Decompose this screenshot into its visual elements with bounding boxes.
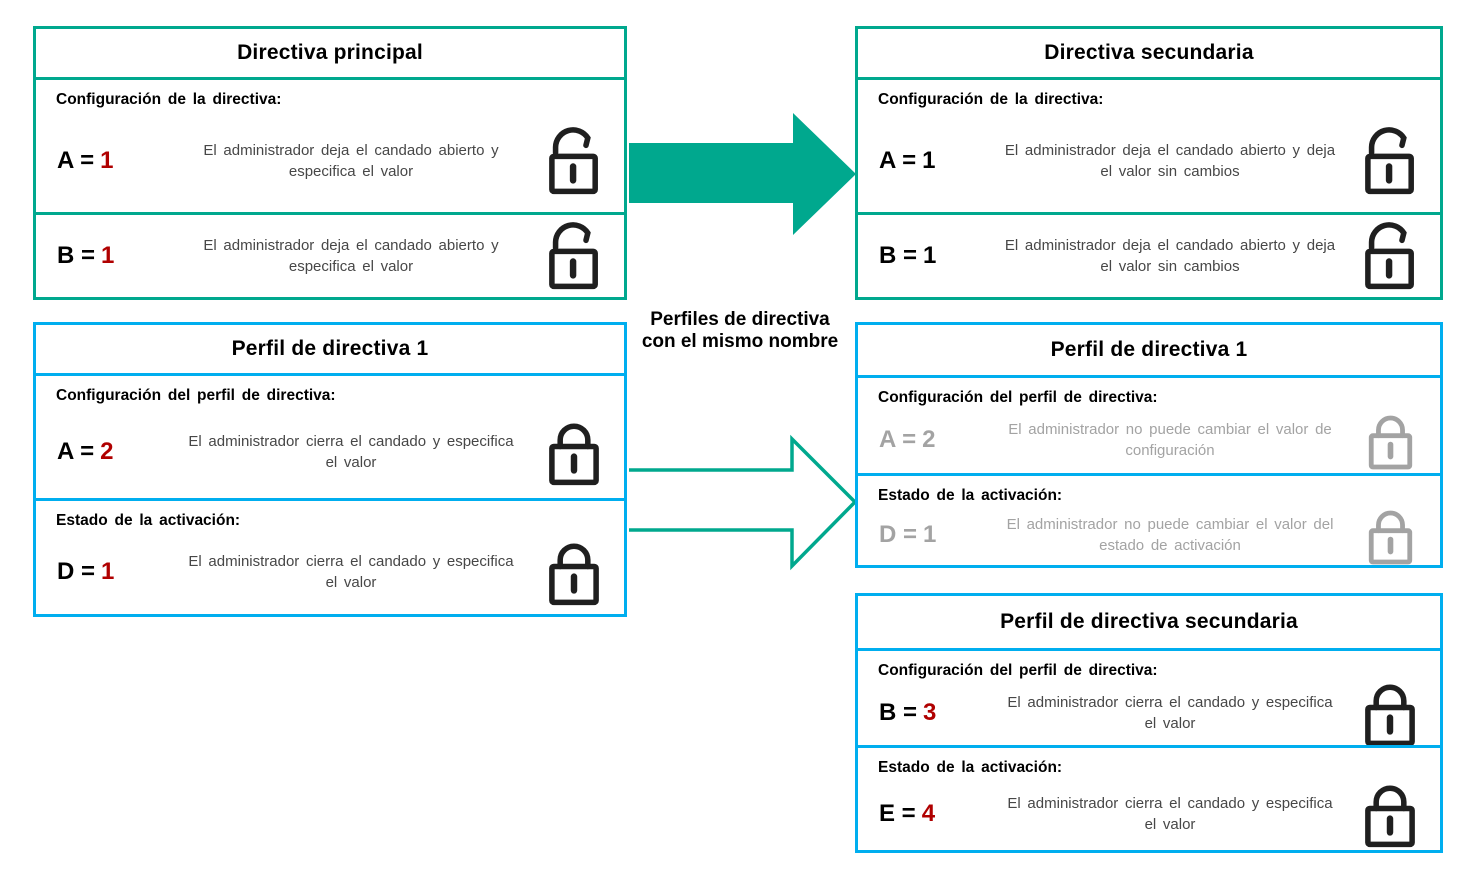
- setting-description: El administrador cierra el candado y esp…: [188, 432, 514, 471]
- inherited-policy-profile-1-box: Perfil de directiva 1 Configuración del …: [855, 322, 1443, 568]
- open-lock-icon: [1340, 126, 1440, 196]
- setting-label: D =1: [57, 558, 115, 585]
- setting-value: 1: [101, 558, 115, 585]
- setting-description: El administrador deja el candado abierto…: [1004, 237, 1336, 275]
- setting-value: 2: [100, 437, 114, 465]
- section-header: Estado de la activación:: [56, 512, 241, 529]
- section-header: Configuración del perfil de directiva:: [878, 389, 1158, 406]
- setting-value: 3: [923, 698, 937, 726]
- section-header: Estado de la activación:: [878, 759, 1063, 776]
- closed-lock-icon: [1340, 779, 1440, 849]
- setting-value: 1: [923, 521, 937, 548]
- setting-label: E =4: [879, 799, 936, 827]
- policy-setting-row: B =1 El administrador deja el candado ab…: [36, 212, 624, 297]
- setting-description: El administrador no puede cambiar el val…: [1006, 516, 1334, 554]
- closed-lock-icon: [524, 537, 624, 607]
- setting-value: 4: [921, 799, 936, 827]
- setting-label: A =1: [57, 146, 114, 174]
- open-lock-icon: [524, 221, 624, 291]
- connector-label: Perfiles de directiva con el mismo nombr…: [641, 309, 839, 352]
- open-lock-icon: [1340, 221, 1440, 291]
- setting-description: El administrador no puede cambiar el val…: [1008, 421, 1332, 459]
- section-header: Estado de la activación:: [878, 487, 1063, 504]
- closed-lock-icon: [1340, 410, 1440, 471]
- setting-label: B =1: [57, 242, 115, 269]
- closed-lock-icon: [1340, 505, 1440, 566]
- box-title: Directiva principal: [237, 41, 423, 64]
- policy-profile-1-box: Perfil de directiva 1 Configuración del …: [33, 322, 627, 617]
- setting-value: 1: [100, 146, 114, 174]
- secondary-policy-box: Directiva secundaria Configuración de la…: [855, 26, 1443, 300]
- section-header: Configuración del perfil de directiva:: [56, 387, 336, 404]
- setting-description: El administrador deja el candado abierto…: [203, 237, 499, 275]
- setting-value: 1: [923, 242, 937, 269]
- setting-description: El administrador cierra el candado y esp…: [1007, 693, 1333, 732]
- setting-label: A =2: [57, 437, 114, 465]
- setting-value: 2: [922, 426, 936, 453]
- secondary-policy-profile-box: Perfil de directiva secundaria Configura…: [855, 593, 1443, 853]
- closed-lock-icon: [524, 417, 624, 487]
- setting-label: A =2: [879, 426, 936, 453]
- box-title: Perfil de directiva secundaria: [1000, 610, 1298, 633]
- section-header: Configuración del perfil de directiva:: [878, 662, 1158, 679]
- policy-setting-row: B =1 El administrador deja el candado ab…: [858, 212, 1440, 297]
- profile-setting-row: Estado de la activación: E =4 El adminis…: [858, 745, 1440, 850]
- section-header: Configuración de la directiva:: [56, 91, 282, 108]
- section-header: Configuración de la directiva:: [878, 91, 1104, 108]
- box-title: Perfil de directiva 1: [231, 337, 429, 360]
- setting-description: El administrador deja el candado abierto…: [1004, 141, 1336, 180]
- profile-setting-row: Estado de la activación: D =1 El adminis…: [858, 473, 1440, 565]
- policy-inheritance-arrow-icon: [629, 113, 856, 235]
- profile-setting-row: Configuración del perfil de directiva: A…: [858, 375, 1440, 473]
- profile-setting-row: Estado de la activación: D =1 El adminis…: [36, 498, 624, 614]
- setting-value: 1: [922, 146, 936, 174]
- setting-label: B =1: [879, 242, 937, 269]
- setting-label: D =1: [879, 521, 937, 548]
- profile-setting-row: Configuración del perfil de directiva: A…: [36, 373, 624, 498]
- setting-label: B =3: [879, 698, 937, 726]
- policy-setting-row: Configuración de la directiva: A =1 El a…: [36, 77, 624, 212]
- profile-setting-row: Configuración del perfil de directiva: B…: [858, 648, 1440, 745]
- closed-lock-icon: [1340, 678, 1440, 748]
- setting-value: 1: [101, 242, 115, 269]
- setting-description: El administrador deja el candado abierto…: [203, 141, 499, 180]
- policy-setting-row: Configuración de la directiva: A =1 El a…: [858, 77, 1440, 212]
- profile-inheritance-arrow-icon: [629, 434, 858, 571]
- open-lock-icon: [524, 126, 624, 196]
- setting-description: El administrador cierra el candado y esp…: [188, 553, 514, 591]
- setting-label: A =1: [879, 146, 936, 174]
- box-title: Perfil de directiva 1: [1050, 338, 1248, 361]
- setting-description: El administrador cierra el candado y esp…: [1007, 794, 1333, 833]
- main-policy-box: Directiva principal Configuración de la …: [33, 26, 627, 300]
- box-title: Directiva secundaria: [1044, 41, 1254, 64]
